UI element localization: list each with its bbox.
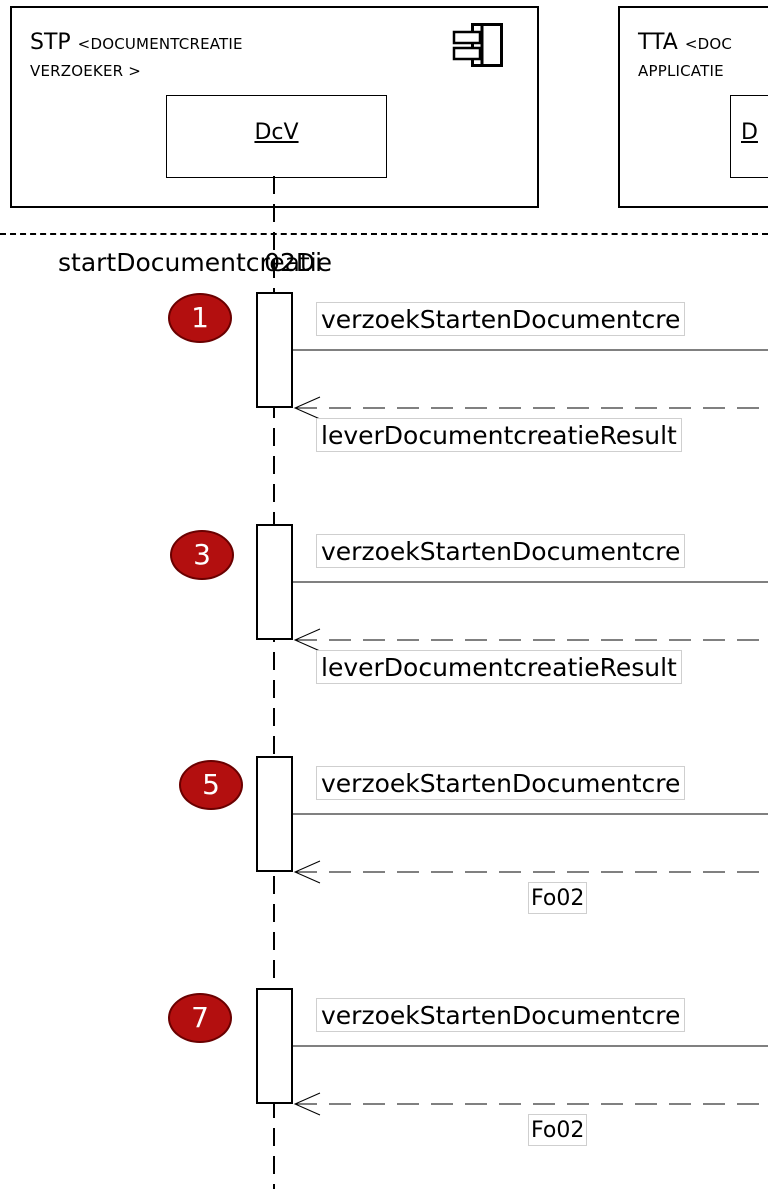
return-arrow-5 (293, 860, 768, 884)
lifeline-name: STP (30, 30, 71, 55)
fragment-label: startDocumentcreatie02Di (58, 248, 332, 277)
lifeline-title-stp: STP <DOCUMENTCREATIE (30, 28, 243, 59)
call-message-label: verzoekStartenDocumentcre (316, 766, 686, 800)
fragment-suffix: 02Di (264, 248, 323, 277)
call-message-label: verzoekStartenDocumentcre (316, 302, 686, 336)
call-message-label: verzoekStartenDocumentcre (316, 534, 686, 568)
activation-bar (256, 756, 293, 872)
reply-message-label: leverDocumentcreatieResult (316, 418, 682, 452)
reply-message-label: leverDocumentcreatieResult (316, 650, 682, 684)
activation-bar (256, 524, 293, 640)
step-badge: 7 (168, 993, 232, 1043)
lifeline-stereotype: <DOC (684, 35, 733, 53)
lifeline-name: TTA (638, 30, 678, 55)
lifeline-instance-box-2: D (730, 95, 768, 178)
lifeline-stereotype-cont: VERZOEKER > (30, 62, 141, 80)
reply-code-label: Fo02 (528, 1114, 588, 1146)
step-badge: 5 (179, 760, 243, 810)
step-badge: 1 (168, 293, 232, 343)
lifeline-title-tta: TTA <DOC (638, 28, 732, 59)
component-icon (452, 23, 503, 67)
return-arrow-1 (293, 396, 768, 420)
lifeline-stereotype-cont: APPLICATIE (638, 62, 724, 80)
lifeline-instance-box-dcv: DcV (166, 95, 387, 178)
lifeline-box-stp: STP <DOCUMENTCREATIE VERZOEKER > DcV (10, 6, 539, 208)
lifeline-instance-name: D (741, 120, 758, 145)
lifeline-stereotype: <DOCUMENTCREATIE (77, 35, 243, 53)
fragment-divider (0, 233, 768, 235)
reply-code-label: Fo02 (528, 882, 588, 914)
lifeline-instance-name: DcV (254, 120, 299, 145)
lifeline-box-tta: TTA <DOC APPLICATIE D (618, 6, 768, 208)
fragment-name: startDocumentcreatie (58, 248, 333, 277)
return-arrow-7 (293, 1092, 768, 1116)
return-arrow-3 (293, 628, 768, 652)
activation-bar (256, 988, 293, 1104)
call-message-label: verzoekStartenDocumentcre (316, 998, 686, 1032)
activation-bar (256, 292, 293, 408)
step-badge: 3 (170, 530, 234, 580)
